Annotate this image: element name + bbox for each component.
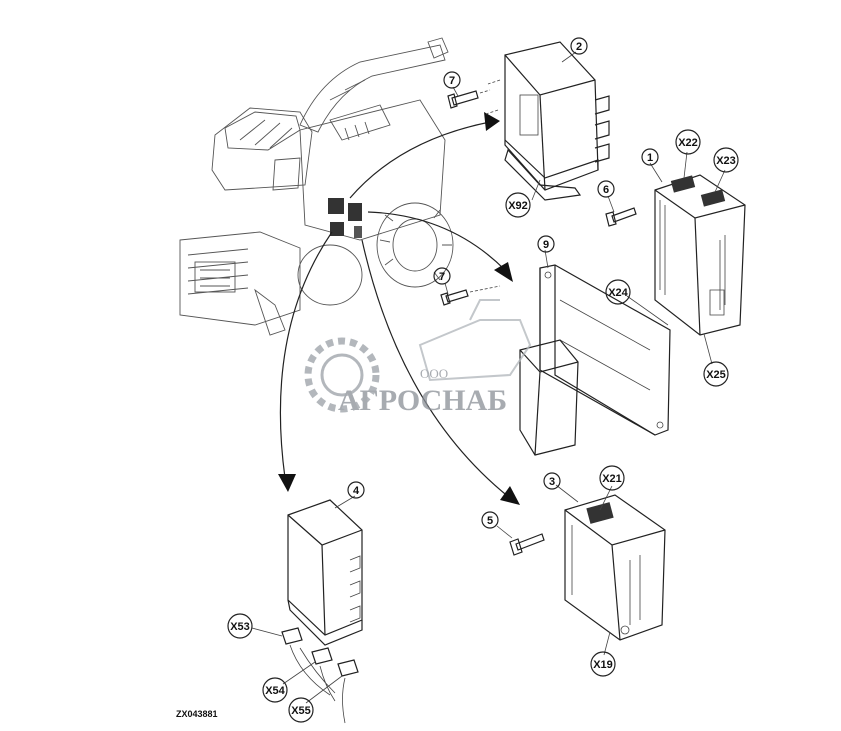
control-unit-3 [564,494,666,641]
bolt-7-middle [440,285,501,306]
callout-7-top: 7 [449,75,455,87]
callout-1: 1 [647,152,653,164]
callout-x53: X53 [230,621,250,633]
watermark-line1: ООО [420,366,448,381]
figure-reference: ZX043881 [176,709,218,719]
control-unit-4 [287,499,363,646]
bolt-6 [605,207,637,227]
control-unit-1 [654,174,746,336]
bolt-5 [509,533,545,556]
callout-9: 9 [543,239,549,251]
control-unit-2 [485,41,610,201]
callout-x92: X92 [508,200,528,212]
callout-x24: X24 [608,287,628,299]
callout-4: 4 [353,485,360,497]
callout-x19: X19 [593,659,613,671]
callout-x25: X25 [706,369,726,381]
agrosnab-watermark: ООО АГРОСНАБ [304,299,532,417]
callout-x22: X22 [678,137,698,149]
watermark-line2: АГРОСНАБ [338,384,507,417]
callout-x21: X21 [602,473,622,485]
callout-2: 2 [576,41,582,53]
callout-5: 5 [487,515,493,527]
mounting-bracket-9 [539,264,671,436]
callout-labels: 2 1 X22 X23 6 9 X24 X25 X92 7 7 X21 3 5 … [227,37,739,723]
bolt-7-top [447,89,491,109]
callout-x55: X55 [291,705,311,717]
callout-x54: X54 [265,685,285,697]
control-unit-hidden [519,339,579,456]
callout-3: 3 [549,476,555,488]
callout-6: 6 [603,184,609,196]
harvester-machine-illustration [179,37,454,336]
callout-7-middle: 7 [439,271,445,283]
wiring-harness-connectors [281,627,359,724]
pointer-arrows [278,112,520,505]
callout-x23: X23 [716,155,736,167]
